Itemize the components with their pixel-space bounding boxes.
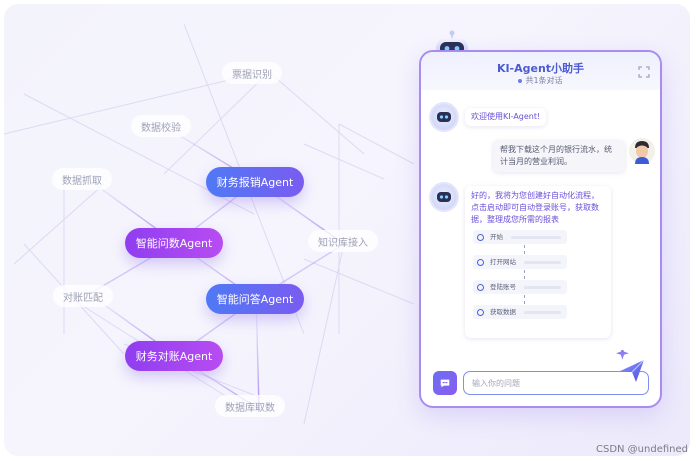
bot-message-workflow: 好的，我将为您创建好自动化流程，点击启动即可自动登录账号，获取数据，整理成您所需… xyxy=(465,186,611,338)
tag-reconcile-match: 对账匹配 xyxy=(53,285,113,307)
chat-title: KI-Agent小助手 xyxy=(496,62,585,75)
assistant-chat-panel: KI-Agent小助手 共1条对话 欢迎使用KI-Agent! 帮我下载这个月的… xyxy=(419,50,662,408)
agent-finance-reimburse[interactable]: 财务报销Agent xyxy=(206,167,304,197)
bot-message-welcome: 欢迎使用KI-Agent! xyxy=(465,108,547,126)
step-circle-icon xyxy=(477,233,484,241)
step-circle-icon xyxy=(477,283,484,291)
tag-knowledge-base: 知识库接入 xyxy=(308,230,378,252)
question-input-placeholder: 输入你的问题 xyxy=(472,378,520,388)
tag-invoice-recognition: 票据识别 xyxy=(222,62,282,84)
user-avatar xyxy=(629,138,655,164)
tag-data-capture: 数据抓取 xyxy=(52,168,112,190)
send-icon[interactable] xyxy=(614,350,648,384)
bot-reply-text: 好的，我将为您创建好自动化流程，点击启动即可自动登录账号，获取数据，整理成您所需… xyxy=(471,191,599,224)
step-connector xyxy=(524,270,525,279)
workflow-step-login[interactable]: 登陆账号 xyxy=(473,280,567,294)
step-circle-icon xyxy=(477,308,484,316)
bot-avatar xyxy=(431,184,457,210)
chat-header: KI-Agent小助手 共1条对话 xyxy=(421,52,660,90)
agent-finance-reconcile[interactable]: 财务对账Agent xyxy=(125,341,223,371)
conversation-count: 共1条对话 xyxy=(525,76,563,85)
chat-subtitle: 共1条对话 xyxy=(421,75,660,86)
csdn-watermark: CSDN @undefined xyxy=(595,444,688,455)
step-connector xyxy=(524,245,525,254)
tag-database-fetch: 数据库取数 xyxy=(215,395,285,417)
workflow-step-start[interactable]: 开始 xyxy=(473,230,567,244)
step-circle-icon xyxy=(477,258,484,266)
chat-bubble-icon[interactable] xyxy=(433,371,457,395)
agent-smart-qa[interactable]: 智能问答Agent xyxy=(206,284,304,314)
tag-data-validation: 数据校验 xyxy=(131,115,191,137)
question-input[interactable]: 输入你的问题 xyxy=(463,371,649,395)
workflow-step-open-site[interactable]: 打开网站 xyxy=(473,255,567,269)
step-connector xyxy=(524,295,525,304)
user-message: 帮我下载这个月的银行流水，统计当月的营业利润。 xyxy=(493,140,625,172)
bot-avatar xyxy=(431,104,457,130)
expand-icon[interactable] xyxy=(638,66,650,78)
workflow-step-get-data[interactable]: 获取数据 xyxy=(473,305,567,319)
agent-smart-query[interactable]: 智能问数Agent xyxy=(125,228,223,258)
